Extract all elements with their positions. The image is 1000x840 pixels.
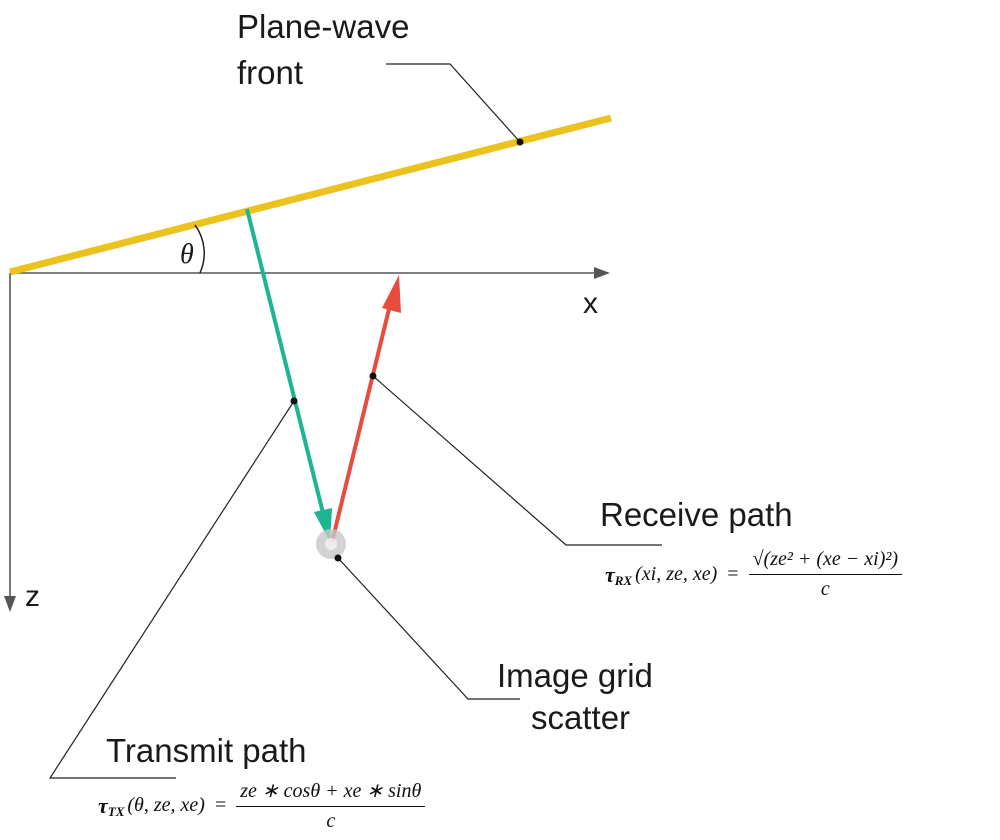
z-axis-label: z xyxy=(25,580,40,613)
theta-arc xyxy=(194,224,205,274)
transmit-equation: τ TX (θ, ze, xe) = ze ∗ cosθ + xe ∗ sinθ… xyxy=(98,778,426,833)
scatter-leader xyxy=(337,557,520,700)
tx-tau: τ xyxy=(98,792,108,818)
tx-fraction: ze ∗ cosθ + xe ∗ sinθ c xyxy=(236,778,426,833)
rx-denominator: c xyxy=(820,578,830,600)
receive-leader xyxy=(372,375,662,546)
theta-label: θ xyxy=(180,239,194,270)
z-axis-arrowhead xyxy=(4,596,16,612)
x-axis-label: x xyxy=(583,287,598,320)
transmit-path-label: Transmit path xyxy=(106,732,307,769)
transmit-dot xyxy=(290,397,298,405)
tx-denominator: c xyxy=(326,810,336,832)
rx-numerator: √(ze² + (xe − xi)²) xyxy=(748,548,903,575)
scatter-label-line2: scatter xyxy=(531,699,630,736)
receive-equation: τ RX (xi, ze, xe) = √(ze² + (xe − xi)²) … xyxy=(605,548,903,601)
scatter-label-line1: Image grid xyxy=(497,657,653,694)
tx-equals: = xyxy=(214,794,227,816)
rx-fraction: √(ze² + (xe − xi)²) c xyxy=(748,548,903,601)
receive-path-arrowhead xyxy=(382,275,401,313)
plane-wave-label-line1: Plane-wave xyxy=(237,8,409,45)
rx-subscript: RX xyxy=(614,572,633,588)
rx-tau: τ xyxy=(605,561,615,587)
plane-wave-label-line2: front xyxy=(237,54,303,91)
rx-equals: = xyxy=(727,563,739,585)
scatter-dot xyxy=(334,554,342,562)
rx-args: (xi, ze, xe) xyxy=(635,563,718,585)
plane-wave-dot xyxy=(516,138,524,146)
x-axis-arrowhead xyxy=(594,267,610,279)
transmit-path-line xyxy=(245,208,325,514)
receive-path-line xyxy=(330,304,392,543)
receive-path-label: Receive path xyxy=(600,496,793,533)
plane-wave-leader xyxy=(386,63,521,143)
tx-subscript: TX xyxy=(107,803,125,819)
scatter-point-core xyxy=(325,538,337,550)
tx-numerator: ze ∗ cosθ + xe ∗ sinθ xyxy=(236,778,426,807)
transmit-leader xyxy=(48,400,295,779)
plane-wave-front xyxy=(9,114,612,276)
tx-args: (θ, ze, xe) xyxy=(127,794,205,816)
receive-dot xyxy=(369,372,377,380)
